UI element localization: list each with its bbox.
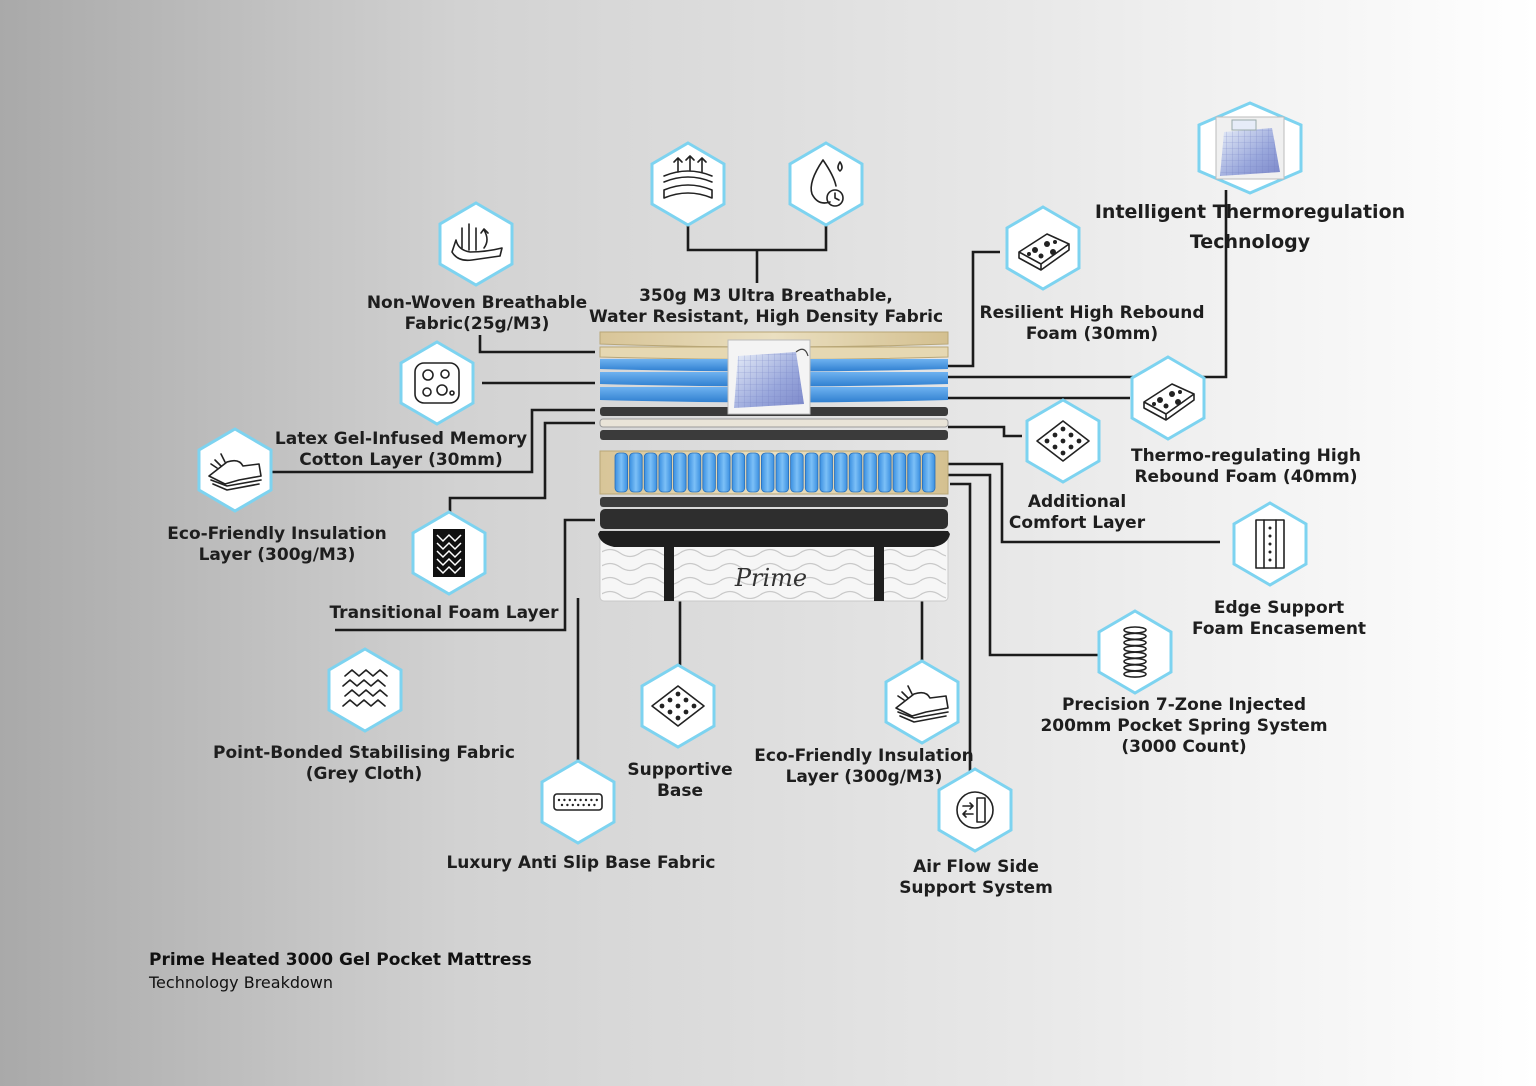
pocket-spring bbox=[922, 452, 936, 493]
crosshatch-fabric-icon bbox=[327, 647, 403, 733]
pocket-spring bbox=[775, 452, 790, 493]
pocket-spring bbox=[673, 452, 687, 493]
pocket-spring bbox=[907, 452, 921, 493]
water-drop-icon bbox=[788, 141, 864, 227]
layer-point-bonded bbox=[600, 509, 948, 529]
pocket-spring bbox=[892, 452, 907, 493]
pocket-spring bbox=[643, 452, 658, 493]
foam-block-icon bbox=[1005, 205, 1081, 291]
pocket-spring bbox=[746, 452, 760, 493]
label-point-bonded: Point-Bonded Stabilising Fabric(Grey Clo… bbox=[213, 743, 515, 784]
pocket-spring bbox=[878, 452, 892, 493]
base-wave-texture bbox=[602, 545, 946, 599]
connector-lines bbox=[272, 190, 1228, 775]
diagram-caption: Prime Heated 3000 Gel Pocket Mattress Te… bbox=[149, 950, 532, 992]
pocket-spring bbox=[658, 452, 672, 493]
pocket-spring bbox=[687, 452, 702, 493]
mattress-exploded-view: Prime bbox=[598, 331, 950, 602]
feature-icons bbox=[197, 101, 1308, 853]
mattress-base-icon bbox=[540, 759, 616, 845]
base-side-panel-right bbox=[874, 547, 884, 601]
coil-spring-icon bbox=[1097, 609, 1173, 695]
pocket-spring bbox=[848, 452, 863, 493]
pocket-spring bbox=[834, 452, 848, 493]
pocket-spring bbox=[804, 452, 819, 493]
pocket-spring bbox=[717, 452, 731, 493]
dot-grid-icon bbox=[1025, 398, 1101, 484]
heated-pad-photo bbox=[727, 339, 811, 415]
side-panel-icon bbox=[1232, 501, 1308, 587]
pocket-springs bbox=[614, 452, 936, 493]
caption-subtitle: Technology Breakdown bbox=[149, 973, 333, 992]
feature-labels: 350g M3 Ultra Breathable,Water Resistant… bbox=[167, 201, 1405, 898]
label-breathable-fabric: 350g M3 Ultra Breathable,Water Resistant… bbox=[589, 286, 943, 327]
pocket-spring bbox=[629, 452, 643, 493]
fabric-layers-icon bbox=[650, 141, 726, 227]
layer-insulation-bottom bbox=[600, 497, 948, 507]
transitional-foam-icon bbox=[411, 510, 487, 596]
pocket-spring bbox=[863, 452, 877, 493]
pocket-spring bbox=[702, 452, 716, 493]
pocket-spring bbox=[790, 452, 804, 493]
layer-additional-comfort bbox=[599, 418, 949, 428]
dot-grid-icon bbox=[640, 663, 716, 749]
base-top-band bbox=[598, 531, 950, 547]
layer-insulation-top bbox=[600, 430, 948, 440]
insulation-layer-icon bbox=[884, 659, 960, 745]
base-side-panel-left bbox=[664, 547, 674, 601]
pocket-spring bbox=[731, 452, 746, 493]
breathable-fabric-icon bbox=[438, 201, 514, 287]
label-transitional: Transitional Foam Layer bbox=[329, 603, 559, 623]
caption-title: Prime Heated 3000 Gel Pocket Mattress bbox=[149, 950, 532, 970]
pocket-spring bbox=[614, 452, 629, 493]
pocket-spring bbox=[761, 452, 775, 493]
foam-block-icon bbox=[1130, 355, 1206, 441]
pocket-spring bbox=[819, 452, 833, 493]
latex-foam-icon bbox=[399, 340, 475, 426]
brand-logo: Prime bbox=[734, 564, 807, 592]
air-flow-icon bbox=[937, 767, 1013, 853]
heated-pad-icon bbox=[1197, 101, 1303, 195]
insulation-layer-icon bbox=[197, 427, 273, 513]
label-anti-slip: Luxury Anti Slip Base Fabric bbox=[446, 853, 715, 873]
